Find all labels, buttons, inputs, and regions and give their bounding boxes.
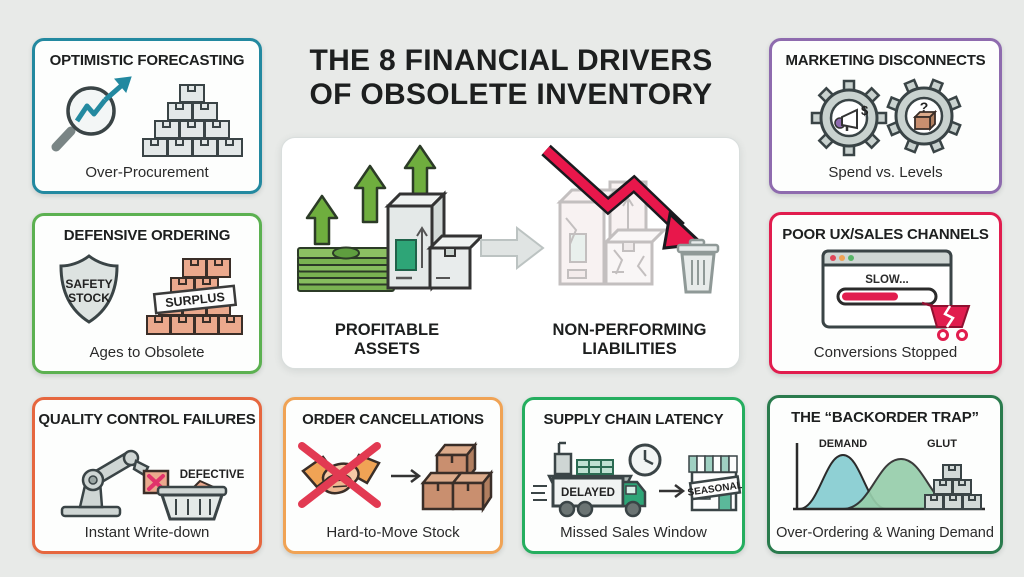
card-title: POOR UX/SALES CHANNELS bbox=[782, 226, 989, 243]
defective-label: DEFECTIVE bbox=[180, 469, 245, 481]
slow-label: SLOW... bbox=[865, 274, 908, 286]
shield-text-line1: SAFETY bbox=[65, 277, 112, 291]
delayed-freight-to-store-icon: DELAYED bbox=[525, 428, 742, 524]
shield-text-line2: STOCK bbox=[68, 291, 110, 305]
card-caption: Over-Ordering & Waning Demand bbox=[776, 525, 994, 541]
browser-dot-orange bbox=[839, 254, 845, 261]
safety-shield-and-surplus-boxes-icon: SAFETY STOCK SURPLUS bbox=[35, 244, 259, 344]
demand-glut-curves-icon: DEMAND GLUT bbox=[770, 426, 1000, 525]
glut-label: GLUT bbox=[927, 438, 957, 450]
card-caption: Hard-to-Move Stock bbox=[326, 524, 460, 541]
card-defensive-ordering: DEFENSIVE ORDERING SAFETY STOCK bbox=[32, 213, 262, 374]
gears-spend-vs-stock-icon: $ ? bbox=[772, 69, 999, 164]
card-optimistic-forecasting: OPTIMISTIC FORECASTING bbox=[32, 38, 262, 194]
page-title-line2: OF OBSOLETE INVENTORY bbox=[309, 77, 713, 111]
card-title: MARKETING DISCONNECTS bbox=[785, 52, 986, 69]
card-caption: Ages to Obsolete bbox=[89, 344, 205, 361]
card-poor-ux-sales-channels: POOR UX/SALES CHANNELS SLOW... Conversio… bbox=[769, 212, 1002, 374]
card-caption: Instant Write-down bbox=[84, 524, 210, 541]
robot-arm-defective-box-icon: DEFECTIVE bbox=[35, 428, 259, 524]
card-title: THE “BACKORDER TRAP” bbox=[791, 409, 979, 426]
center-panel: PROFITABLE ASSETS bbox=[281, 137, 740, 369]
profitable-assets-label: PROFITABLE ASSETS bbox=[334, 321, 440, 358]
card-order-cancellations: ORDER CANCELLATIONS bbox=[283, 397, 503, 554]
demand-curve-label: DEMAND bbox=[819, 438, 867, 450]
non-performing-liabilities-label: NON-PERFORMING LIABILITIES bbox=[552, 321, 707, 358]
card-quality-control-failures: QUALITY CONTROL FAILURES DEFECTIVE bbox=[32, 397, 262, 554]
card-title: OPTIMISTIC FORECASTING bbox=[49, 52, 245, 69]
card-title: ORDER CANCELLATIONS bbox=[302, 411, 484, 428]
page-title: THE 8 FINANCIAL DRIVERS OF OBSOLETE INVE… bbox=[270, 44, 752, 111]
delayed-label: DELAYED bbox=[561, 487, 615, 499]
card-title: DEFENSIVE ORDERING bbox=[63, 227, 231, 244]
card-title: QUALITY CONTROL FAILURES bbox=[38, 411, 256, 428]
transition-arrow-icon bbox=[480, 226, 545, 270]
page-title-line1: THE 8 FINANCIAL DRIVERS bbox=[309, 44, 713, 77]
slow-browser-broken-cart-icon: SLOW... bbox=[772, 243, 999, 344]
card-caption: Conversions Stopped bbox=[813, 344, 958, 361]
card-marketing-disconnects: MARKETING DISCONNECTS bbox=[769, 38, 1002, 194]
browser-dot-red bbox=[830, 254, 836, 261]
browser-dot-green bbox=[848, 254, 854, 261]
magnifier-trend-and-box-pyramid-icon bbox=[35, 69, 259, 164]
card-title: SUPPLY CHAIN LATENCY bbox=[543, 411, 724, 428]
non-performing-liabilities-icon bbox=[541, 144, 720, 294]
card-supply-chain-latency: SUPPLY CHAIN LATENCY DELAYED bbox=[522, 397, 745, 554]
cancelled-handshake-to-boxes-icon bbox=[286, 428, 500, 524]
progress-fill bbox=[842, 292, 898, 300]
profitable-assets-icon bbox=[297, 144, 482, 292]
card-caption: Over-Procurement bbox=[85, 164, 209, 181]
dollar-symbol: $ bbox=[861, 103, 869, 118]
card-caption: Spend vs. Levels bbox=[828, 164, 943, 181]
card-caption: Missed Sales Window bbox=[560, 524, 707, 541]
question-symbol: ? bbox=[919, 99, 928, 115]
card-backorder-trap: THE “BACKORDER TRAP” DEMAND GLUT bbox=[767, 395, 1003, 554]
surplus-banner-text: SURPLUS bbox=[165, 290, 226, 310]
